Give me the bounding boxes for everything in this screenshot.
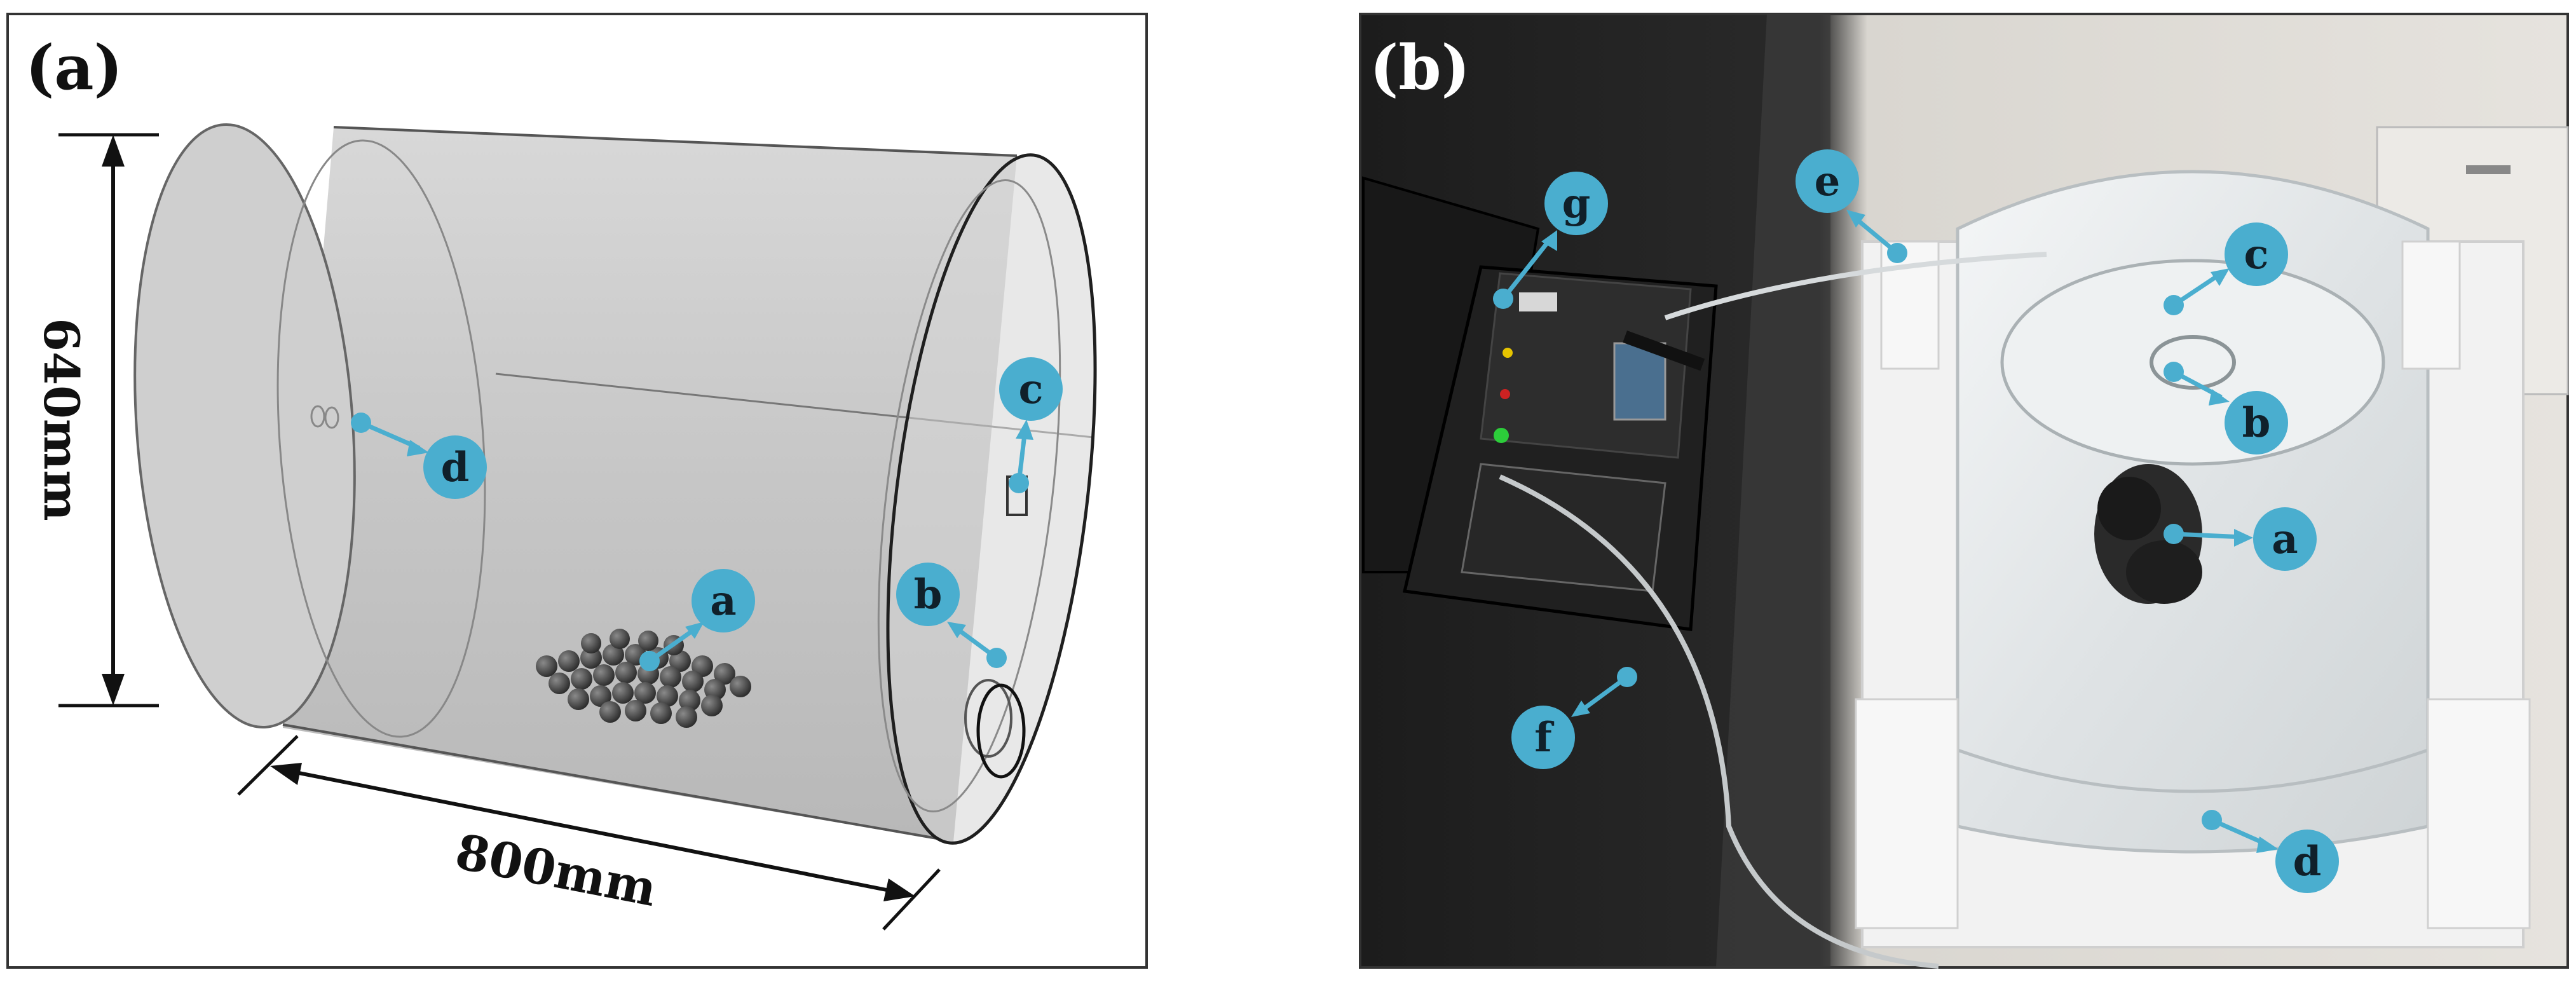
- photo-callout-e: e: [1796, 149, 1907, 263]
- svg-text:b: b: [914, 571, 943, 618]
- svg-text:a: a: [2272, 516, 2298, 563]
- svg-text:b: b: [2242, 399, 2271, 447]
- svg-text:d: d: [441, 444, 470, 491]
- svg-text:c: c: [1019, 366, 1044, 413]
- svg-text:g: g: [1562, 180, 1591, 228]
- cylinder-front-end: [886, 153, 1097, 845]
- particle-pile: [536, 629, 751, 728]
- callout-a: a: [639, 569, 755, 671]
- photo-callout-a: a: [2164, 507, 2317, 571]
- callout-d: d: [351, 413, 487, 499]
- photo-callout-g: g: [1493, 172, 1608, 309]
- height-dimension-label: 640mm: [33, 318, 90, 521]
- photo-callout-b: b: [2164, 362, 2288, 454]
- svg-text:f: f: [1534, 714, 1554, 762]
- svg-text:c: c: [2244, 231, 2269, 278]
- photo-callout-c: c: [2164, 222, 2288, 315]
- tube-f: [1499, 474, 1939, 969]
- panel-b: (b) a b c d: [1359, 13, 2569, 969]
- svg-text:a: a: [710, 577, 736, 625]
- instrument-case: [1362, 176, 1718, 631]
- photo-callout-d: d: [2202, 810, 2339, 893]
- photo-callout-f: f: [1511, 667, 1637, 769]
- cylinder-drawing: [133, 123, 1097, 845]
- callout-b: b: [896, 563, 1007, 668]
- svg-text:d: d: [2293, 838, 2322, 885]
- svg-text:e: e: [1815, 158, 1841, 205]
- port-b: [976, 683, 1026, 779]
- photo-particle-clump: [2094, 464, 2202, 604]
- panel-a-label: (a): [25, 32, 123, 104]
- panel-b-label: (b): [1370, 32, 1470, 104]
- callout-c: c: [999, 357, 1063, 493]
- port-d: [324, 406, 339, 429]
- panel-a: (a): [6, 13, 1148, 969]
- height-dimension: 640mm: [33, 133, 159, 707]
- tube-e: [1664, 252, 2047, 320]
